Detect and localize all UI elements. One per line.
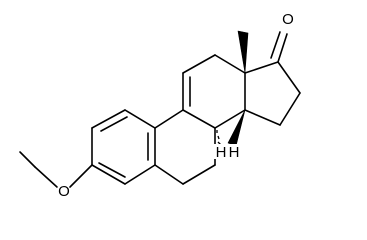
ring-d — [244, 61, 301, 126]
bond-c11-c12 — [182, 54, 216, 74]
structure-canvas: O O H H — [19, 11, 301, 200]
bond-c16-c15 — [279, 92, 301, 126]
h8-label-bg — [214, 144, 227, 159]
bond-c17-o — [277, 33, 288, 63]
bond-methyl-stub — [19, 151, 36, 168]
bond-c4-c5 — [124, 164, 156, 185]
ring-a-aromatic — [91, 109, 156, 185]
bond-c1-c2 — [91, 109, 126, 129]
bond-c12-c13 — [214, 54, 246, 74]
bond-c5-c6 — [154, 164, 184, 185]
bond-c3-c4 — [91, 164, 126, 185]
bond-c8-c9 — [182, 109, 216, 129]
ketone-oxygen-label: O — [282, 11, 294, 28]
c13-methyl-wedge — [237, 30, 249, 74]
bond-c17-c16 — [277, 61, 301, 94]
bond-c6-c7 — [182, 164, 216, 185]
bond-c14-c8 — [214, 109, 246, 129]
methoxy-group: O — [19, 151, 93, 200]
hydrogen-8-label: H — [216, 144, 227, 161]
bond-c3-o — [69, 164, 93, 188]
bond-c17-o-double — [270, 31, 281, 59]
bond-c3-c4-double — [98, 162, 126, 178]
bond-c9-c10 — [154, 109, 184, 129]
ring-b — [154, 109, 216, 185]
bond-c1-c10 — [124, 109, 156, 129]
bond-c13-c17 — [244, 61, 279, 74]
ring-c — [182, 54, 246, 129]
h14-label-bg — [228, 144, 241, 159]
bond-c1-c2-double — [100, 116, 128, 132]
molecule-drawing: O O H H — [19, 11, 301, 200]
hydrogen-14-label: H — [229, 144, 240, 161]
methoxy-oxygen-label: O — [58, 183, 70, 200]
bond-o-ch3 — [34, 166, 58, 188]
ketone-group: O — [270, 11, 294, 63]
bond-c15-c14 — [244, 109, 281, 126]
